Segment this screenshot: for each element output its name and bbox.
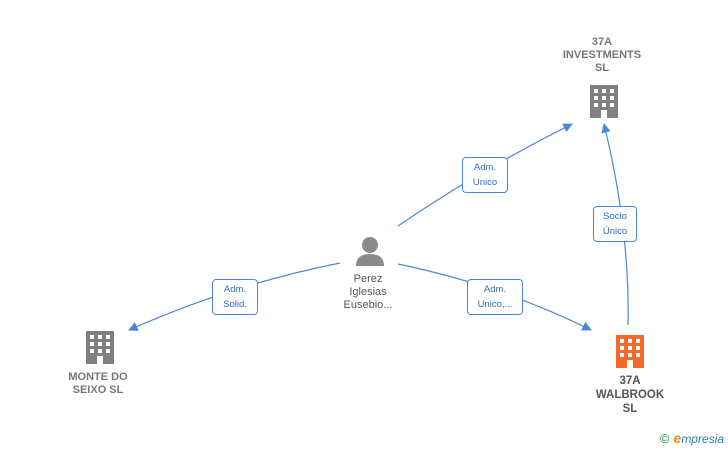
edge-label-line: Adm. xyxy=(483,284,507,295)
edge-label-line: Socio xyxy=(603,211,627,222)
edge-label-line: Unico xyxy=(472,177,498,188)
brand-logo: empresia xyxy=(674,430,724,446)
person-name-line: Perez xyxy=(353,273,383,285)
company-name-line: INVESTMENTS xyxy=(562,49,642,61)
edge-label-line: Adm. xyxy=(473,162,497,173)
person-icon[interactable] xyxy=(356,237,384,266)
edge-label-line: Único xyxy=(602,226,628,237)
edge-label-line: Solid. xyxy=(223,299,247,310)
person-label[interactable]: Perez Iglesias Eusebio... xyxy=(320,273,416,312)
company-name-line: SL xyxy=(594,62,610,74)
company-name-line: WALBROOK xyxy=(595,389,665,401)
company-label-37a-walbrook[interactable]: 37A WALBROOK SL xyxy=(578,374,682,416)
brand-name: mpresia xyxy=(681,432,724,446)
company-name-line: 37A xyxy=(619,375,641,387)
company-name-line: SL xyxy=(622,403,638,415)
edge-label-line: Adm. xyxy=(223,284,247,295)
company-name-line: MONTE DO xyxy=(68,371,128,383)
brand-logo-e: e xyxy=(673,430,682,446)
building-icon[interactable] xyxy=(590,85,618,118)
building-icon-highlight[interactable] xyxy=(616,335,644,368)
edge-label-adm-solid[interactable]: Adm. Solid. xyxy=(212,279,258,315)
edge-label-line: Unico,... xyxy=(477,299,513,310)
person-name-line: Eusebio... xyxy=(343,299,393,311)
brand-watermark[interactable]: © empresia xyxy=(660,430,724,446)
building-icon[interactable] xyxy=(86,331,114,364)
edge-label-adm-unico[interactable]: Adm. Unico xyxy=(462,157,508,193)
copyright-symbol: © xyxy=(659,430,670,446)
edge-label-adm-unico-etc[interactable]: Adm. Unico,... xyxy=(467,279,523,315)
company-label-monte-do-seixo[interactable]: MONTE DO SEIXO SL xyxy=(48,371,148,397)
company-name-line: 37A xyxy=(591,36,613,48)
edge-label-socio-unico[interactable]: Socio Único xyxy=(593,206,637,242)
person-name-line: Iglesias xyxy=(349,286,387,298)
company-name-line: SEIXO SL xyxy=(72,384,124,396)
company-label-37a-investments[interactable]: 37A INVESTMENTS SL xyxy=(548,36,656,75)
